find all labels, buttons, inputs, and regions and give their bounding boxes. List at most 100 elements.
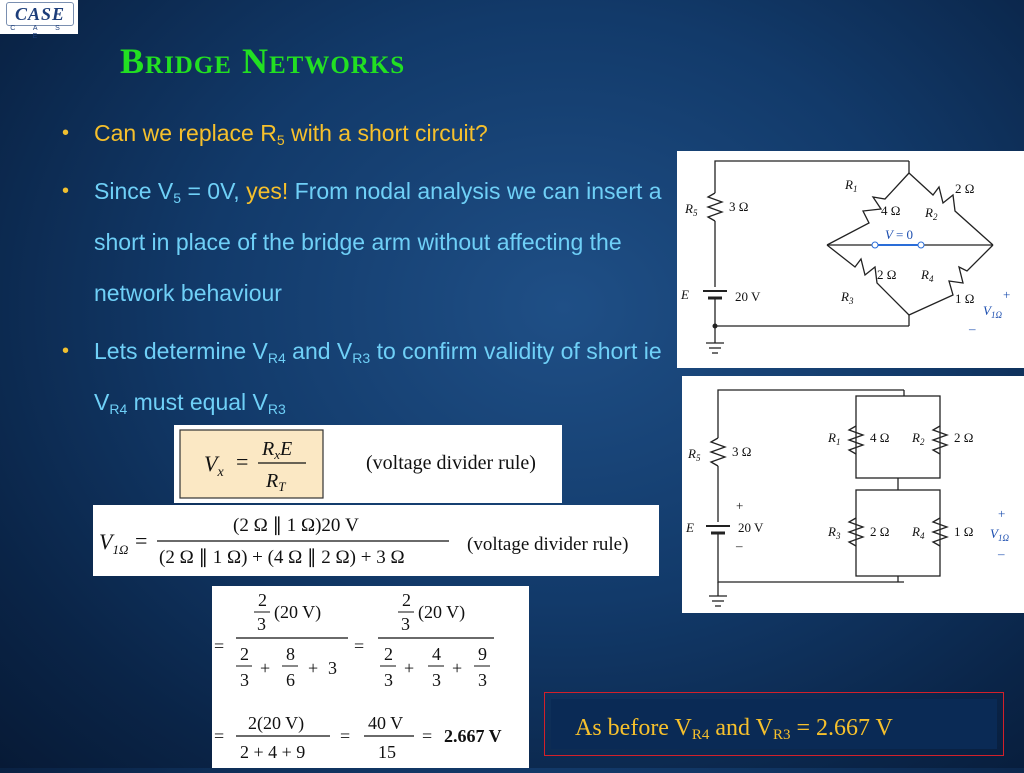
formula-voltage-divider-general: Vx = RxE RT (voltage divider rule) [174,425,562,503]
eq-5: = [422,726,432,746]
formula-1-box [179,429,324,499]
c1-value-r2: 2 Ω [955,181,974,196]
f3-v20-a: (20 V) [274,602,321,623]
formula-3-svg: = 2 3 (20 V) 2 3 + 8 6 + 3 = 2 3 (20 V) … [214,590,502,762]
f3-top-3a: 3 [257,614,266,634]
c1-node-right [917,241,925,249]
c2-resistor-r4 [931,517,949,547]
bullet-text-segment: From nodal analysis we can insert a shor… [94,178,662,306]
f3-den2-3c: 3 [478,670,487,690]
eq-4: = [340,726,350,746]
c1-label-r2: R2 [924,205,938,222]
c2-label-r2: R2 [911,430,925,447]
c2-label-r4: R4 [911,524,925,541]
c1-label-r4: R4 [920,267,934,284]
c2-value-r5: 3 Ω [732,444,751,459]
c2-battery-minus: – [735,538,743,553]
c2-label-r1: R1 [827,430,840,447]
bullet-text-segment: Can we replace R [94,120,277,146]
f3-plus-3: + [404,658,414,678]
c1-label-r3: R3 [840,289,854,306]
formula-2-eq: = [135,528,147,553]
c1-value-r3: 2 Ω [877,267,896,282]
bullet-text-segment: 5 [276,132,285,148]
formula-2-den: (2 Ω ∥ 1 Ω) + (4 Ω ∥ 2 Ω) + 3 Ω [159,547,405,568]
eq-1: = [214,636,224,656]
bullet-icon: • [62,122,70,144]
c2-wire-top [717,389,904,438]
f3-den2-9: 9 [478,644,487,664]
c2-value-r1: 4 Ω [870,430,889,445]
bullet-text-segment: R4 [109,401,128,417]
f3-num-b: 2(20 V) [248,713,304,734]
c2-resistor-r2 [931,425,949,455]
c2-wire-bottom [717,533,904,583]
f3-den-c: 15 [378,742,396,762]
bullet-text-segment: and V [285,338,353,364]
bullet-text-segment: yes! [246,178,295,204]
f3-den2-3b: 3 [432,670,441,690]
formula-2-svg: V1Ω = (2 Ω ∥ 1 Ω)20 V (2 Ω ∥ 1 Ω) + (4 Ω… [99,515,628,568]
c1-minus: – [968,321,976,336]
c2-resistor-r3 [847,517,865,547]
c2-value-r2: 2 Ω [954,430,973,445]
c1-value-r4: 1 Ω [955,291,974,306]
bullet-text-segment: R3 [352,350,371,366]
c1-resistor-r4-arm [908,244,994,316]
c2-label-v1: V1Ω [990,526,1009,543]
bullet-list: •Can we replace R5 with a short circuit?… [62,108,672,435]
formula-1-lhs: Vx [204,451,224,480]
c2-resistor-r1 [847,425,865,455]
c1-label-e: E [680,287,689,302]
c1-resistor-r2-arm [908,172,994,246]
bullet-icon: • [62,180,70,202]
circuit-bridge-network: R5 3 Ω R1 4 Ω 2 Ω R2 V= 0 2 Ω R3 R4 1 Ω … [677,151,1024,368]
f3-result: 2.667 V [444,726,502,746]
f3-den-3b: 3 [328,658,337,678]
c2-value-r4: 1 Ω [954,524,973,539]
c1-node-ground [712,323,718,329]
c1-label-v1: V1Ω [983,303,1002,320]
bullet-text-segment: R4 [267,350,286,366]
f3-den2-4: 4 [432,644,441,664]
bullet-text-segment: 5 [173,190,182,206]
f3-den2-3: 3 [384,670,393,690]
f3-top-2b: 2 [402,590,411,610]
f3-den-6: 6 [286,670,295,690]
formula-1-num: RxE [261,438,292,462]
circuit-2-svg: R5 3 Ω R1 4 Ω R2 2 Ω R3 2 Ω R4 1 Ω E + 2… [685,389,1009,607]
f3-den2-2: 2 [384,644,393,664]
c1-plus: + [1003,287,1010,302]
formula-1-svg: Vx = RxE RT (voltage divider rule) [179,429,536,499]
bullet-item: •Can we replace R5 with a short circuit? [62,108,672,159]
c2-label-r5: R5 [687,446,701,463]
circuit-1-svg: R5 3 Ω R1 4 Ω 2 Ω R2 V= 0 2 Ω R3 R4 1 Ω … [680,160,1010,354]
f3-den-2: 2 [240,644,249,664]
formula-evaluation: = 2 3 (20 V) 2 3 + 8 6 + 3 = 2 3 (20 V) … [212,586,529,768]
f3-den-3: 3 [240,670,249,690]
bullet-text-segment: Lets determine V [94,338,268,364]
c1-value-r5: 3 Ω [729,199,748,214]
circuit-shorted-equivalent: R5 3 Ω R1 4 Ω R2 2 Ω R3 2 Ω R4 1 Ω E + 2… [682,376,1024,613]
bullet-item: •Since V5 = 0V, yes! From nodal analysis… [62,166,672,319]
answer-text: As before VR4 and VR3 = 2.667 V [575,715,893,743]
bullet-text-segment: to confirm validity of short ie V [94,338,662,415]
f3-plus-4: + [452,658,462,678]
logo: CASE C A S E [0,0,78,40]
c2-label-r3: R3 [827,524,841,541]
c1-label-v: V= 0 [885,227,913,242]
logo-subtext: C A S E [10,25,68,40]
bullet-text-segment: Since V [94,178,174,204]
c1-resistor-r3-arm [826,244,910,316]
c1-value-r1: 4 Ω [881,203,900,218]
formula-2-note: (voltage divider rule) [467,534,628,555]
c1-label-r1: R1 [844,177,857,194]
f3-plus-2: + [308,658,318,678]
bullet-icon: • [62,340,70,362]
f3-top-3b: 3 [401,614,410,634]
formula-1-note: (voltage divider rule) [366,452,536,474]
c1-value-e: 20 V [735,289,761,304]
formula-1-eq: = [236,449,248,474]
c2-label-e: E [685,520,694,535]
answer-box: As before VR4 and VR3 = 2.667 V [544,692,1004,756]
